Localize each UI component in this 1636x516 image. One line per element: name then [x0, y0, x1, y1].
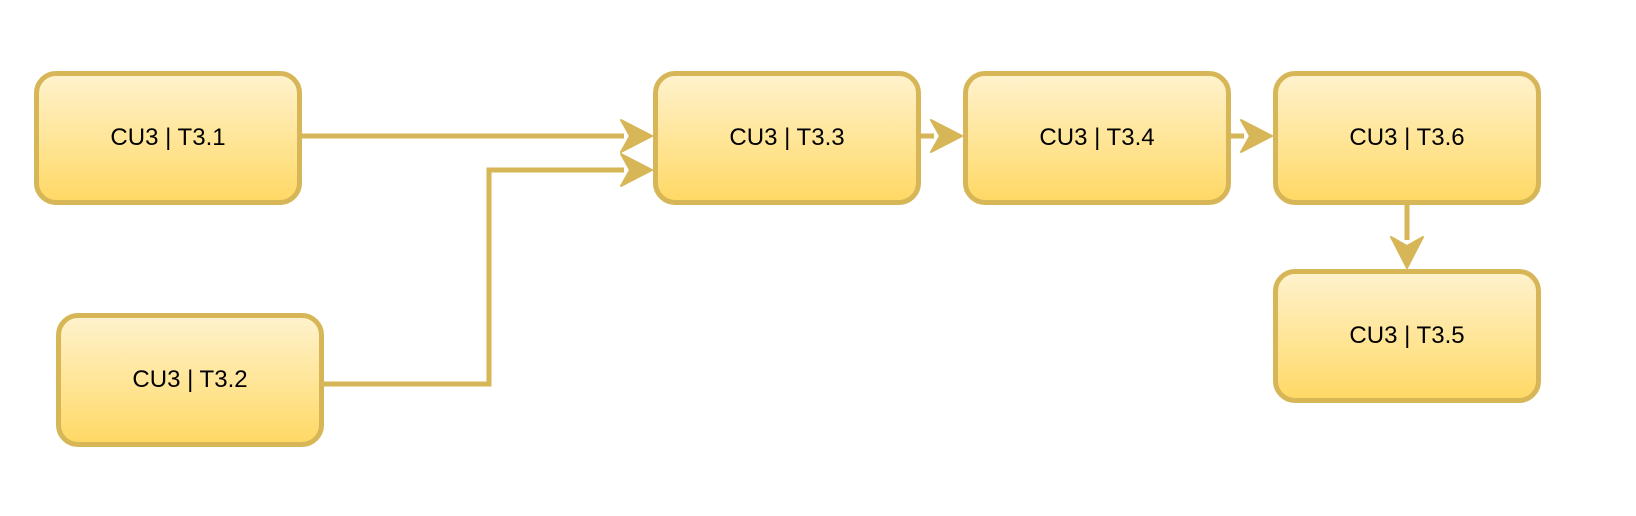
edge-t3-6-to-t3-5 — [1390, 205, 1424, 269]
edge-t3-4-to-t3-6 — [1231, 119, 1273, 153]
node-label: CU3 | T3.3 — [729, 124, 845, 151]
edge-t3-3-to-t3-4 — [921, 119, 963, 153]
node-label: CU3 | T3.5 — [1349, 322, 1465, 349]
node-t3-4[interactable]: CU3 | T3.4 — [963, 71, 1231, 205]
node-label: CU3 | T3.6 — [1349, 124, 1465, 151]
node-t3-1[interactable]: CU3 | T3.1 — [34, 71, 302, 205]
node-label: CU3 | T3.4 — [1039, 124, 1155, 151]
node-label: CU3 | T3.1 — [110, 124, 226, 151]
edge-t3-2-to-t3-3 — [324, 153, 653, 387]
node-t3-3[interactable]: CU3 | T3.3 — [653, 71, 921, 205]
node-t3-2[interactable]: CU3 | T3.2 — [56, 313, 324, 447]
node-t3-5[interactable]: CU3 | T3.5 — [1273, 269, 1541, 403]
edge-t3-1-to-t3-3 — [302, 119, 653, 153]
node-t3-6[interactable]: CU3 | T3.6 — [1273, 71, 1541, 205]
node-label: CU3 | T3.2 — [132, 366, 248, 393]
